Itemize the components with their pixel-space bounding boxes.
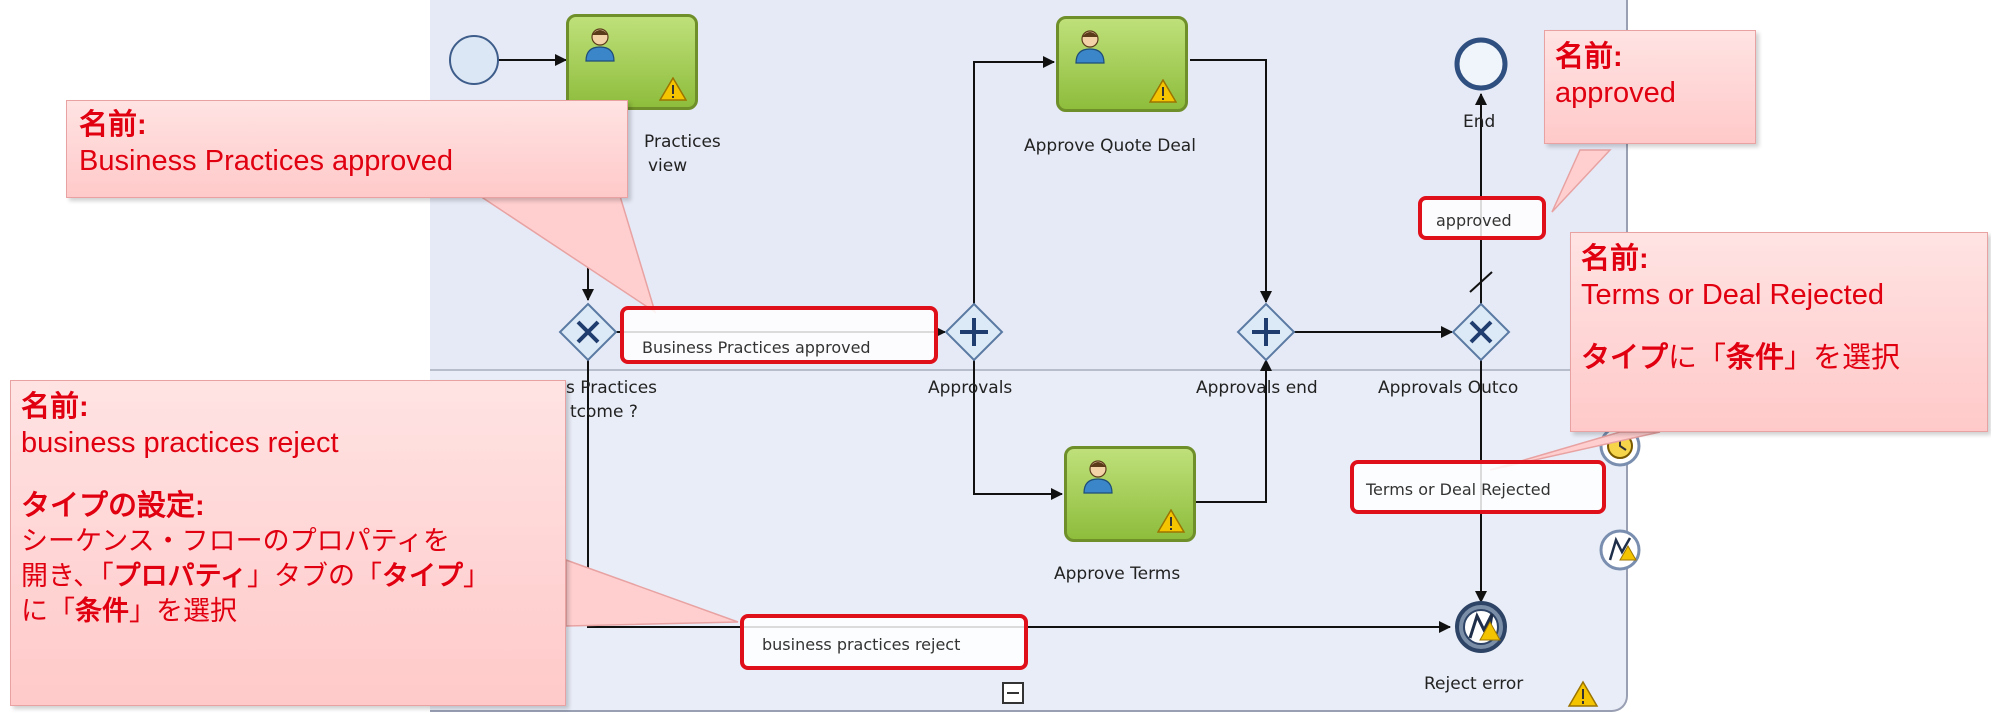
task-label-business-practices-review-line1: Practices [644, 132, 721, 152]
callout-properties-word: プロパティ [113, 560, 248, 591]
callout-business-practices-approved: 名前: Business Practices approved [66, 100, 628, 198]
callout-text: 」タブの「 [247, 560, 383, 591]
gateway-label-bp-outcome-line1: s Practices [566, 378, 658, 398]
warning-icon [1567, 680, 1599, 707]
callout-line2: 開き、「プロパティ」タブの「タイプ」 [21, 559, 555, 594]
flow-business-practices-reject[interactable] [587, 358, 1451, 633]
callout-text: に「 [21, 595, 75, 626]
task-label-business-practices-review-line2: view [648, 156, 688, 176]
callout-line3: に「条件」を選択 [21, 594, 555, 629]
gateway-label-approvals-outcome: Approvals Outco [1378, 378, 1519, 398]
flow-quote-to-approvals-end[interactable] [1190, 59, 1272, 303]
exclusive-gateway-icon[interactable] [558, 302, 618, 362]
flow-approvals-to-quote[interactable] [973, 56, 1055, 308]
collapse-icon[interactable] [1002, 682, 1024, 704]
callout-text: 開き、「 [21, 560, 114, 591]
user-task-approve-terms[interactable] [1064, 446, 1196, 542]
error-event-icon[interactable] [1599, 529, 1641, 571]
highlight-business-practices-reject: business practices reject [740, 614, 1028, 670]
callout-type-text: に「 [1668, 341, 1727, 374]
warning-icon [659, 77, 687, 101]
callout-heading: 名前: [21, 391, 89, 423]
warning-icon [1157, 509, 1185, 533]
callout-pointer [565, 558, 739, 627]
callout-line1: シーケンス・フローのプロパティを [21, 525, 451, 556]
user-task-icon [585, 28, 615, 62]
flow-label-terms-or-deal-rejected[interactable]: Terms or Deal Rejected [1366, 480, 1551, 499]
flow-label-approved[interactable]: approved [1436, 211, 1512, 230]
callout-type-instruction: タイプに「条件」を選択 [1581, 340, 1977, 376]
callout-value: approved [1555, 77, 1676, 110]
event-label-end: End [1463, 112, 1496, 132]
exclusive-gateway-icon[interactable] [1451, 302, 1511, 362]
highlight-business-practices-approved: Business Practices approved [620, 306, 938, 364]
parallel-gateway-icon[interactable] [1236, 302, 1296, 362]
callout-pointer [477, 195, 657, 314]
event-label-reject-error: Reject error [1424, 674, 1524, 694]
flow-terms-to-approvals-end[interactable] [1196, 359, 1272, 503]
user-task-business-practices-review[interactable] [566, 14, 698, 110]
start-event[interactable] [449, 35, 499, 85]
highlight-terms-or-deal-rejected: Terms or Deal Rejected [1350, 460, 1606, 514]
user-task-icon [1083, 460, 1113, 494]
callout-select-text: 」を選択 [1784, 341, 1901, 374]
gateway-label-approvals: Approvals [928, 378, 1013, 398]
gateway-label-approvals-end: Approvals end [1196, 378, 1318, 398]
callout-value: Terms or Deal Rejected [1581, 279, 1884, 312]
callout-approved: 名前: approved [1544, 30, 1756, 144]
callout-heading: 名前: [79, 109, 147, 141]
task-label-approve-quote-deal: Approve Quote Deal [1024, 136, 1196, 156]
callout-condition-word: 条件 [75, 595, 129, 626]
callout-type-heading: タイプの設定: [21, 489, 205, 522]
callout-type-word: タイプ [1581, 341, 1669, 374]
lane-divider [430, 369, 1626, 371]
user-task-icon [1075, 30, 1105, 64]
flow-approvals-to-terms[interactable] [973, 356, 1063, 500]
callout-value: business practices reject [21, 427, 339, 460]
task-label-approve-terms: Approve Terms [1054, 564, 1181, 584]
flow-label-business-practices-approved[interactable]: Business Practices approved [642, 338, 871, 357]
warning-icon [1149, 79, 1177, 103]
gateway-label-bp-outcome-line2: tcome ? [570, 402, 638, 422]
callout-heading: 名前: [1555, 41, 1623, 73]
parallel-gateway-icon[interactable] [944, 302, 1004, 362]
end-event[interactable] [1454, 37, 1508, 91]
process-lane-bottom [430, 370, 1628, 712]
callout-business-practices-reject: 名前: business practices reject タイプの設定: シー… [10, 380, 566, 706]
callout-text: 」 [463, 560, 491, 591]
callout-heading: 名前: [1581, 243, 1649, 275]
default-flow-marker [1469, 271, 1493, 293]
user-task-approve-quote-deal[interactable] [1056, 16, 1188, 112]
callout-condition-word: 条件 [1726, 341, 1785, 374]
callout-terms-or-deal-rejected: 名前: Terms or Deal Rejected タイプに「条件」を選択 [1570, 232, 1988, 432]
callout-value: Business Practices approved [79, 145, 453, 178]
callout-text: 」を選択 [129, 595, 237, 626]
error-event-icon[interactable] [1455, 601, 1507, 653]
highlight-approved: approved [1418, 196, 1546, 240]
flow-label-business-practices-reject[interactable]: business practices reject [762, 635, 961, 654]
callout-pointer [1551, 149, 1612, 213]
callout-type-word: タイプ [382, 560, 464, 591]
